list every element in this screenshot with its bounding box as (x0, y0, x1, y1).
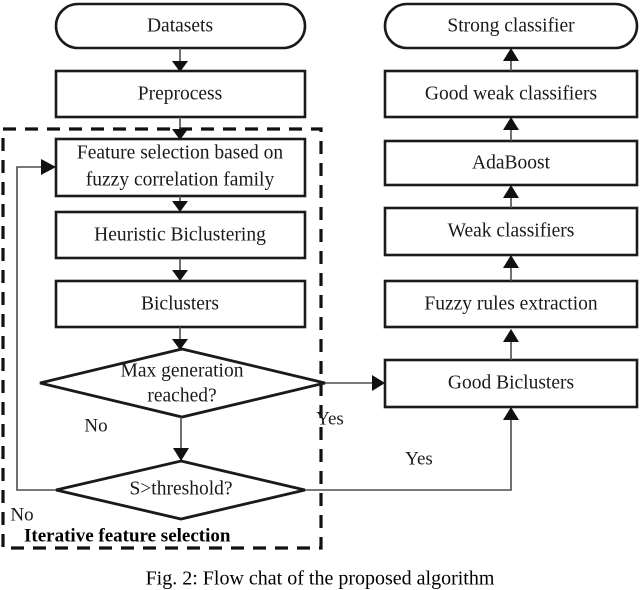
arrow-head-icon (172, 61, 188, 72)
node-max-generation[interactable]: Max generation reached? (39, 347, 326, 419)
edge-preprocess-to-feature-selection (172, 117, 188, 140)
node-adaboost[interactable]: AdaBoost (383, 139, 639, 187)
node-fuzzy-rules-extraction[interactable]: Fuzzy rules extraction (383, 279, 639, 329)
node-weak-classifiers-label: Weak classifiers (448, 220, 575, 241)
node-feature-selection-label-line1: Feature selection based on (77, 142, 284, 163)
arrow-head-icon (172, 270, 188, 281)
node-feature-selection-label-line2: fuzzy correlation family (86, 169, 275, 190)
node-good-biclusters-shape (383, 358, 639, 409)
edge-label-no-max-generation: No (84, 415, 107, 436)
edge-label-yes-s-threshold: Yes (405, 448, 433, 469)
arrow-head-icon (41, 159, 56, 175)
arrow-head-icon (372, 375, 385, 391)
edge-feature-selection-to-heuristic (172, 196, 188, 212)
edge-s-threshold-no-to-feature-selection: No (10, 159, 56, 525)
edge-biclusters-to-max-generation (172, 327, 188, 350)
dashed-group-border (1, 127, 323, 550)
node-good-weak-classifiers-shape (383, 69, 639, 119)
node-s-threshold-label: S>threshold? (129, 478, 232, 499)
node-good-biclusters-label: Good Biclusters (448, 372, 574, 393)
edge-weak-classifiers-to-adaboost (503, 185, 519, 208)
arrow-head-icon (503, 117, 519, 130)
node-good-weak-classifiers-label: Good weak classifiers (425, 83, 597, 104)
edge-heuristic-to-biclusters (172, 258, 188, 281)
node-biclusters-label: Biclusters (141, 293, 219, 314)
edge-max-generation-yes-to-good-biclusters: Yes (316, 375, 385, 429)
edge-datasets-to-preprocess (172, 48, 188, 72)
node-preprocess-shape (54, 69, 307, 119)
arrow-head-icon (172, 339, 188, 350)
node-preprocess[interactable]: Preprocess (54, 69, 307, 119)
node-heuristic-biclustering-label: Heuristic Biclustering (94, 224, 266, 245)
edge-fuzzy-rules-to-weak-classifiers (503, 255, 519, 281)
arrow-head-icon (503, 329, 519, 342)
node-max-generation-label-line1: Max generation (121, 360, 244, 381)
arrow-head-icon (503, 255, 519, 268)
edge-adaboost-to-good-weak (503, 117, 519, 141)
node-datasets[interactable]: Datasets (54, 2, 307, 50)
edge-s-threshold-yes-to-good-biclusters: Yes (305, 407, 519, 491)
arrow-head-icon (503, 48, 519, 61)
edge-max-generation-no-to-s-threshold: No (84, 415, 189, 461)
node-feature-selection-shape (54, 137, 307, 198)
edge-good-weak-to-strong-classifier (503, 48, 519, 71)
node-strong-classifier-shape (383, 2, 639, 50)
arrow-head-icon (172, 201, 188, 212)
node-biclusters-shape (54, 279, 307, 329)
node-biclusters[interactable]: Biclusters (54, 279, 307, 329)
node-max-generation-label-line2: reached? (147, 385, 216, 406)
node-s-threshold-shape (55, 459, 306, 521)
node-preprocess-label: Preprocess (138, 83, 222, 104)
arrow-head-icon (172, 129, 188, 140)
figure-caption: Fig. 2: Flow chat of the proposed algori… (146, 568, 495, 590)
node-good-biclusters[interactable]: Good Biclusters (383, 358, 639, 409)
node-weak-classifiers-shape (383, 206, 639, 257)
arrow-head-icon (503, 407, 519, 420)
edge-good-biclusters-to-fuzzy-rules (503, 329, 519, 360)
edge-label-yes-max-generation: Yes (316, 408, 344, 429)
arrow-head-icon (503, 185, 519, 198)
node-s-threshold[interactable]: S>threshold? (55, 459, 306, 521)
node-adaboost-label: AdaBoost (472, 152, 551, 173)
node-heuristic-biclustering[interactable]: Heuristic Biclustering (54, 210, 307, 260)
node-feature-selection[interactable]: Feature selection based on fuzzy correla… (54, 137, 307, 198)
group-label-iterative: Iterative feature selection (24, 525, 231, 546)
node-fuzzy-rules-extraction-shape (383, 279, 639, 329)
edge-label-no-s-threshold: No (10, 504, 33, 525)
node-strong-classifier-label: Strong classifier (447, 15, 575, 36)
node-weak-classifiers[interactable]: Weak classifiers (383, 206, 639, 257)
node-good-weak-classifiers[interactable]: Good weak classifiers (383, 69, 639, 119)
node-strong-classifier[interactable]: Strong classifier (383, 2, 639, 50)
group-iterative-feature-selection: Iterative feature selection (1, 127, 323, 550)
node-fuzzy-rules-extraction-label: Fuzzy rules extraction (424, 293, 598, 314)
node-datasets-label: Datasets (147, 15, 213, 36)
arrow-head-icon (173, 448, 189, 461)
node-max-generation-shape (39, 347, 326, 419)
